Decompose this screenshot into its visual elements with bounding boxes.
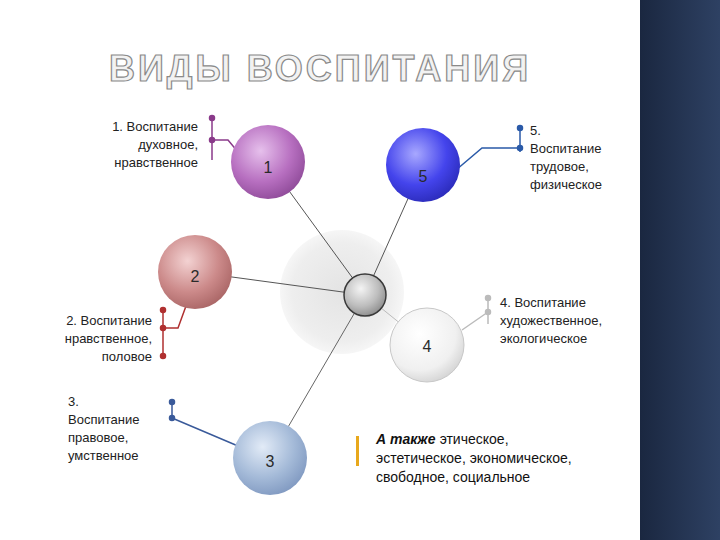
spokes xyxy=(195,162,427,458)
leader-dot xyxy=(161,308,166,313)
side-strip xyxy=(640,0,720,540)
leader-dot xyxy=(170,400,175,405)
leader-blue xyxy=(456,126,523,171)
sphere-number: 2 xyxy=(191,269,200,285)
sphere-circle xyxy=(386,128,460,202)
callout-text: 5. Воспитание трудовое, физическое xyxy=(530,122,610,194)
sphere-node: 1 xyxy=(230,124,306,200)
center-sphere xyxy=(344,274,386,316)
sphere-circle xyxy=(158,235,232,309)
callout-text: 3. Воспитание правовое, умственное xyxy=(68,393,148,465)
callout-text: 4. Воспитание художественное, экологичес… xyxy=(500,294,618,348)
leader-dot xyxy=(161,354,166,359)
sphere-circle xyxy=(390,308,464,382)
leader-gray xyxy=(462,296,491,331)
sphere-number: 1 xyxy=(264,160,273,176)
leader-line xyxy=(163,306,186,356)
sphere-node: 3 xyxy=(232,420,308,496)
sphere-node: 4 xyxy=(389,307,465,383)
sphere-node: 2 xyxy=(157,234,233,310)
leader-line xyxy=(456,128,520,170)
callout-text: 1. Воспитание духовное, нравственное xyxy=(93,118,198,172)
note-block: А такжеэтическое, эстетическое, экономич… xyxy=(376,430,601,487)
sphere-number: 3 xyxy=(266,454,275,470)
leader-dot xyxy=(210,138,215,143)
leader-steel xyxy=(170,400,239,447)
leader-dot xyxy=(161,326,166,331)
sphere-number: 4 xyxy=(423,339,432,355)
leader-dot xyxy=(210,116,215,121)
leader-dot xyxy=(170,416,175,421)
accent-bar xyxy=(356,436,359,466)
title: ВИДЫ ВОСПИТАНИЯ xyxy=(100,48,540,90)
leader-line xyxy=(462,298,488,330)
sphere-circle xyxy=(231,125,305,199)
leader-dot xyxy=(518,146,523,151)
sphere-node: 5 xyxy=(385,127,461,203)
leader-red xyxy=(161,306,187,359)
leader-line xyxy=(172,402,238,446)
sphere-shape xyxy=(385,127,461,203)
sphere-circle xyxy=(233,421,307,495)
sphere-number: 5 xyxy=(419,169,428,185)
leader-dot xyxy=(486,296,491,301)
callout-text: 2. Воспитание нравственное, половое xyxy=(55,312,152,366)
note-text: А также xyxy=(376,431,435,447)
leader-dot xyxy=(486,310,491,315)
leader-dot xyxy=(518,126,523,131)
